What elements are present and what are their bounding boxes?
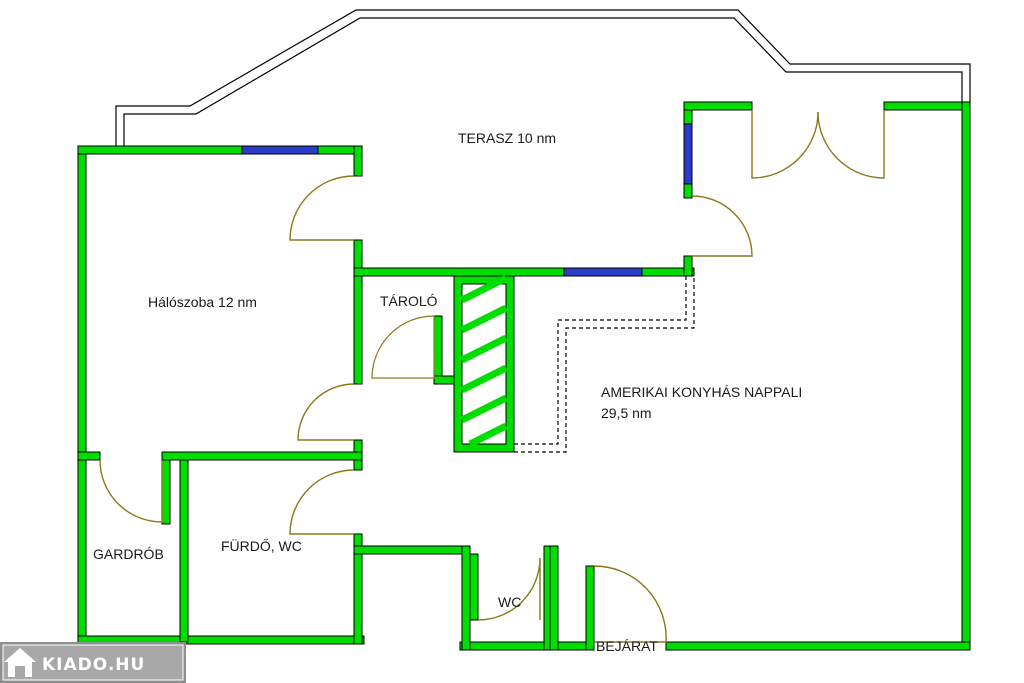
logo-text: KIADO.HU (42, 655, 145, 675)
doors (99, 110, 885, 643)
staircase (460, 274, 508, 448)
label-living-line2: 29,5 nm (601, 405, 652, 421)
label-wardrobe: GARDRÓB (93, 546, 164, 562)
label-living-line1: AMERIKAI KONYHÁS NAPPALI (601, 384, 802, 400)
kitchen-counter (514, 276, 695, 453)
corridor-window (563, 267, 643, 277)
windows (241, 123, 693, 277)
label-bedroom: Hálószoba 12 nm (148, 294, 257, 310)
kiado-logo: KIADO.HU (0, 642, 186, 683)
terrace-railing (115, 9, 971, 146)
walls (77, 101, 971, 651)
room-labels: TERASZ 10 nm Hálószoba 12 nm TÁROLÓ AMER… (93, 130, 802, 654)
label-entrance: BEJÁRAT (596, 638, 658, 654)
label-storage: TÁROLÓ (380, 293, 438, 309)
house-icon (4, 648, 36, 677)
label-wc: WC (498, 594, 521, 610)
terrace-side-window (683, 123, 693, 185)
bedroom-window (241, 145, 319, 155)
label-bathroom: FÜRDŐ, WC (221, 537, 302, 554)
label-terrace: TERASZ 10 nm (458, 130, 556, 146)
